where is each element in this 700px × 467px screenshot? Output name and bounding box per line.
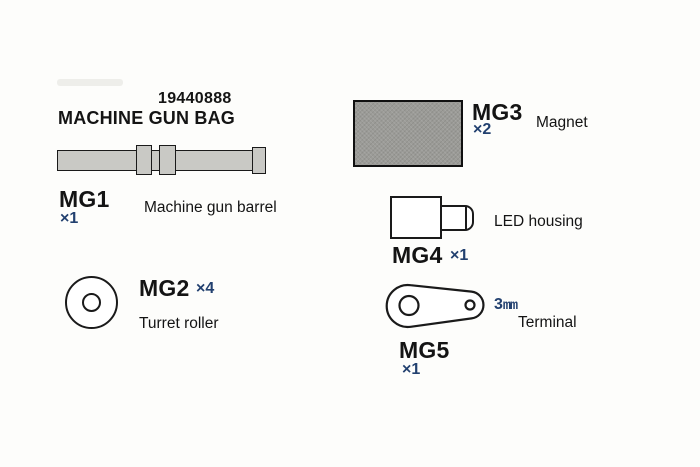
led-housing-rim-line: [465, 207, 467, 229]
part-qty-mg5: ×1: [402, 361, 421, 378]
terminal-size-unit: mm: [502, 299, 518, 314]
part-id-mg1: MG1: [59, 186, 110, 212]
scan-artifact: [57, 79, 123, 86]
part-name-mg3: Magnet: [536, 114, 588, 131]
part-qty-mg2: ×4: [196, 280, 215, 297]
bag-part-number: 19440888: [158, 90, 232, 107]
terminal-drawing: [385, 283, 485, 329]
led-housing-body-shape: [390, 196, 442, 239]
magnet-drawing: [353, 100, 463, 167]
part-id-mg3: MG3: [472, 99, 523, 125]
part-id-mg2: MG2: [139, 275, 190, 301]
page-title: MACHINE GUN BAG: [58, 108, 235, 128]
part-name-mg2: Turret roller: [139, 315, 219, 332]
barrel-band-shape: [136, 145, 152, 175]
terminal-small-hole: [464, 299, 476, 311]
barrel-rod-shape: [57, 150, 255, 171]
barrel-tip-shape: [252, 147, 266, 174]
terminal-size-value: 3: [494, 296, 503, 313]
part-id-mg4: MG4: [392, 242, 443, 268]
part-qty-mg1: ×1: [60, 210, 79, 227]
led-housing-cylinder-shape: [440, 205, 474, 231]
part-name-mg1: Machine gun barrel: [144, 199, 277, 216]
part-name-mg5: Terminal: [518, 314, 577, 331]
part-qty-mg3: ×2: [473, 121, 492, 138]
part-id-mg5: MG5: [399, 337, 450, 363]
part-qty-mg4: ×1: [450, 247, 469, 264]
terminal-size-note: 3mm: [494, 296, 518, 314]
terminal-large-hole: [398, 294, 420, 317]
part-name-mg4: LED housing: [494, 213, 583, 230]
barrel-band-shape: [159, 145, 176, 175]
roller-inner-circle: [82, 293, 101, 312]
